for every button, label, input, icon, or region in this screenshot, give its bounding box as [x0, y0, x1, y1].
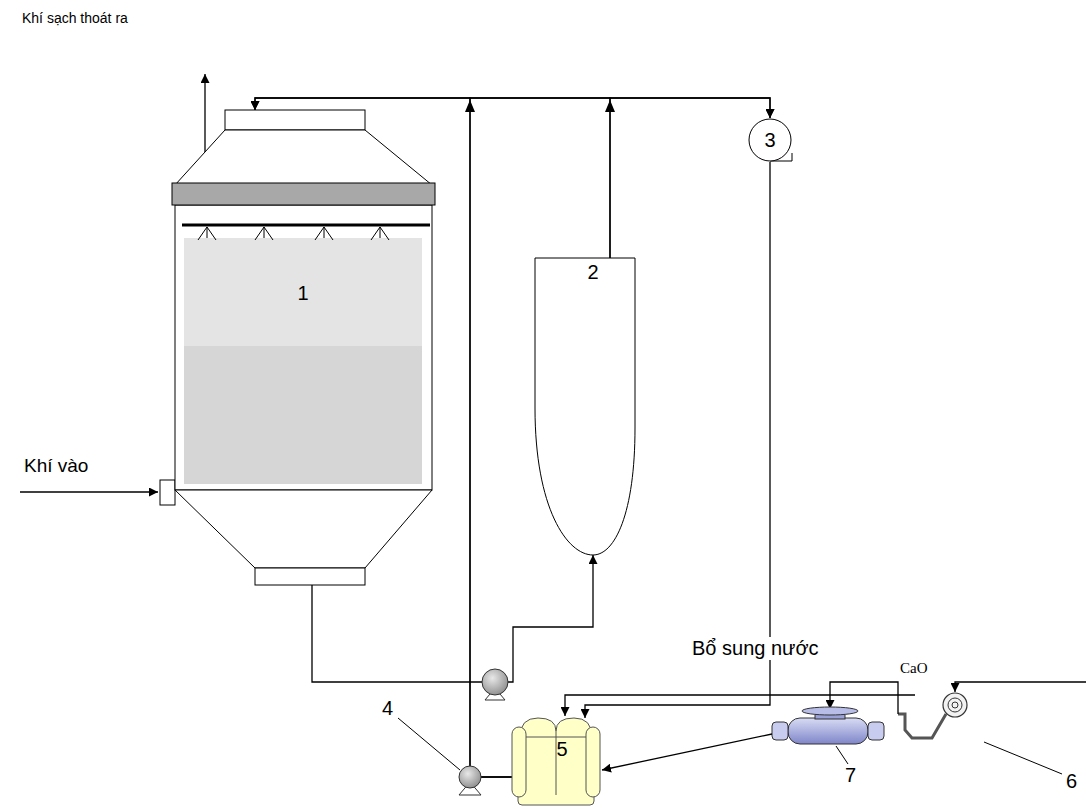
flow-label: Khí vào: [22, 455, 90, 477]
mixing-tank: 5: [512, 715, 600, 807]
part-number: 5: [556, 738, 567, 760]
outlet-line: [204, 74, 205, 152]
leader-line: [984, 742, 1062, 774]
pipe-connector: [610, 98, 770, 258]
cao-line: [955, 682, 1086, 692]
leader-line: [836, 746, 848, 764]
slurry-line: [602, 734, 772, 770]
absorption-tower-outline: [172, 110, 435, 585]
pump-symbol: [459, 766, 481, 795]
part-number: 2: [587, 261, 598, 283]
pump-symbol: [482, 669, 508, 700]
water-line: [565, 695, 915, 716]
inlet-line: [20, 491, 158, 492]
leader-line: [398, 718, 460, 770]
fan-symbol: 3: [748, 118, 792, 162]
flow-arrowhead: [465, 100, 475, 112]
pipe-connector: [470, 98, 770, 777]
absorption-tower: 1: [172, 110, 435, 585]
callout-number: 7: [843, 764, 858, 787]
separator-tank-outline: [535, 258, 635, 555]
chemical-label: CaO: [898, 660, 930, 677]
flow-meter: [772, 707, 884, 744]
separator-tank: 2: [535, 258, 635, 555]
flow-label: Bổ sung nước: [690, 637, 821, 660]
part-number: 1: [297, 282, 308, 304]
flow-label: Khí sạch thoát ra: [20, 10, 130, 26]
mixing-tank-outline: [512, 715, 600, 807]
callout-number: 4: [380, 697, 395, 720]
feeder-device: [898, 693, 967, 738]
callout-number: 6: [1064, 770, 1079, 793]
flow-arrowhead: [605, 100, 615, 112]
part-number: 3: [764, 129, 775, 151]
